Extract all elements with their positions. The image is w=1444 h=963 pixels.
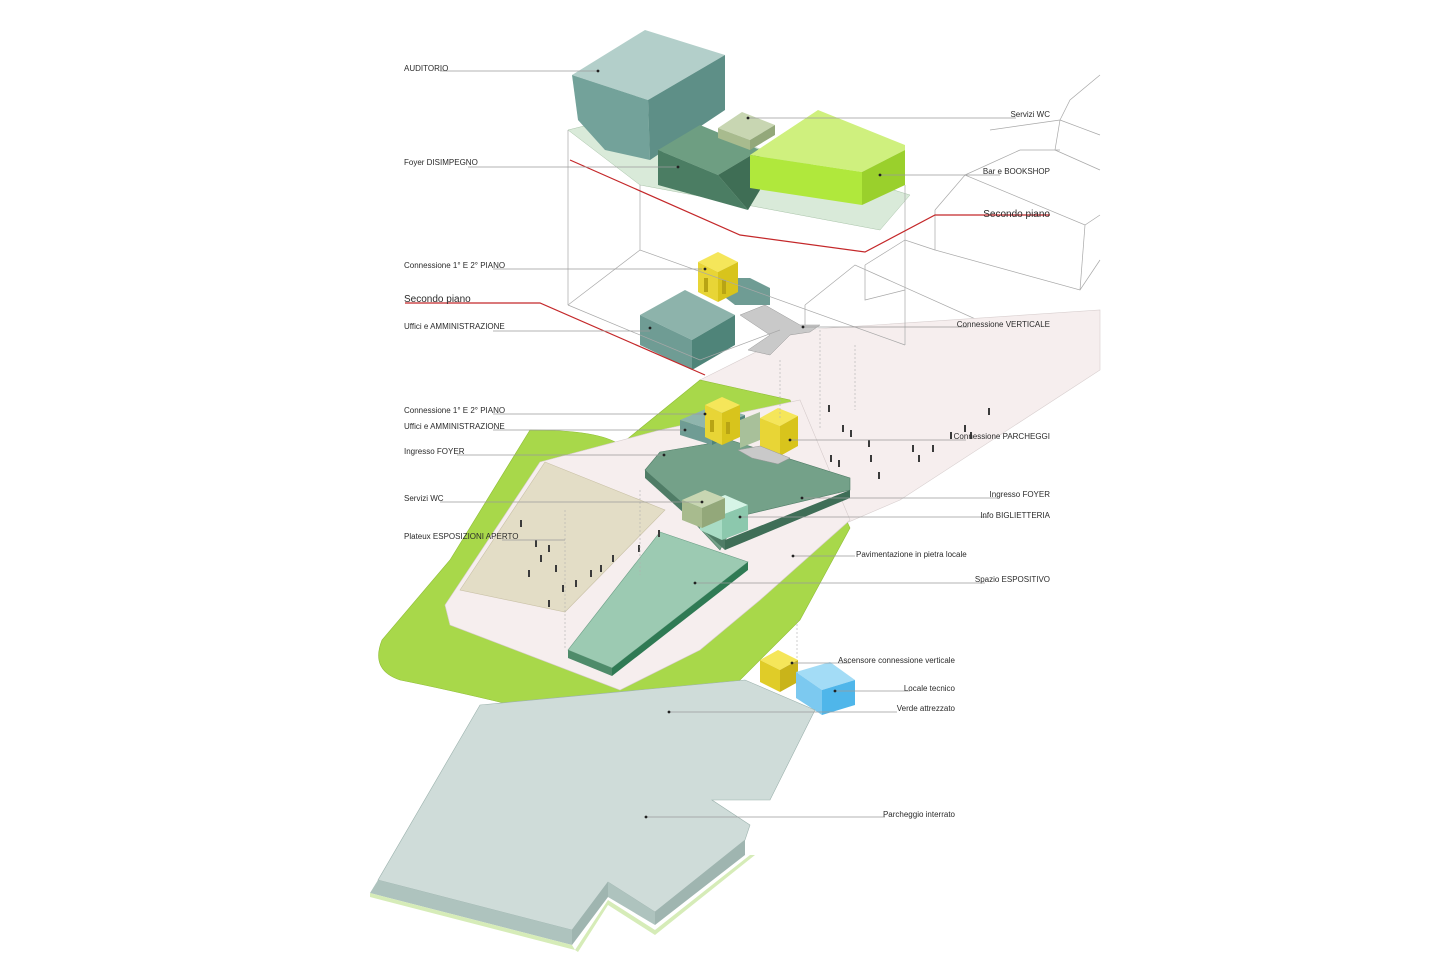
yellow-core-ground-1 [705, 397, 740, 445]
yellow-core-ground-2 [760, 408, 798, 456]
yellow-core-floor1 [698, 252, 738, 302]
servizi-wc-top-block [718, 112, 775, 150]
labels-right: Servizi WC Bar e BOOKSHOP Secondo piano … [838, 110, 1051, 819]
label-plateux: Plateux ESPOSIZIONI APERTO [404, 532, 518, 541]
foyer-disimpegno-block [658, 125, 760, 210]
people-figures [520, 405, 990, 607]
label-ingresso-foyer-left: Ingresso FOYER [404, 447, 465, 456]
label-connessione-2: Connessione 1° E 2° PIANO [404, 406, 505, 415]
secondo-piano-line-top [569, 159, 1050, 253]
label-locale-tecnico: Locale tecnico [904, 684, 956, 693]
label-servizi-wc-left: Servizi WC [404, 494, 444, 503]
label-connessione-1: Connessione 1° E 2° PIANO [404, 261, 505, 270]
label-uffici-1: Uffici e AMMINISTRAZIONE [404, 322, 505, 331]
label-foyer-disimpegno: Foyer DISIMPEGNO [404, 158, 478, 167]
label-info-biglietteria: Info BIGLIETTERIA [980, 511, 1050, 520]
label-parcheggio: Parcheggio interrato [883, 810, 956, 819]
stair-ground [737, 445, 791, 465]
secondo-piano-line-mid [405, 302, 706, 376]
label-pavimentazione: Pavimentazione in pietra locale [856, 550, 967, 559]
label-connessione-verticale: Connessione VERTICALE [957, 320, 1050, 329]
ascensore-block [760, 650, 798, 692]
leader-dots [596, 69, 882, 819]
servizi-wc-ground-block [682, 490, 725, 528]
label-auditorio: AUDITORIO [404, 64, 448, 73]
spazio-espositivo-block [567, 531, 749, 676]
bookshop-block [750, 110, 905, 205]
label-secondo-piano-left: Secondo piano [404, 294, 471, 305]
label-spazio-espositivo: Spazio ESPOSITIVO [975, 575, 1050, 584]
label-verde-attrezzato: Verde attrezzato [897, 704, 956, 713]
label-servizi-wc-right: Servizi WC [1010, 110, 1050, 119]
parcheggio-block [370, 679, 816, 952]
projection-lines [564, 130, 906, 660]
label-ascensore: Ascensore connessione verticale [838, 656, 956, 665]
label-uffici-2: Uffici e AMMINISTRAZIONE [404, 422, 505, 431]
label-secondo-piano-right: Secondo piano [983, 209, 1050, 220]
auditorio-block [572, 30, 725, 160]
locale-tecnico-block [796, 662, 855, 715]
label-ingresso-foyer-right: Ingresso FOYER [990, 490, 1051, 499]
label-connessione-parcheggi: Connessione PARCHEGGI [954, 432, 1050, 441]
leader-lines [440, 70, 1016, 818]
label-bar-bookshop: Bar e BOOKSHOP [983, 167, 1050, 176]
labels-left: AUDITORIO Foyer DISIMPEGNO Connessione 1… [404, 64, 518, 541]
